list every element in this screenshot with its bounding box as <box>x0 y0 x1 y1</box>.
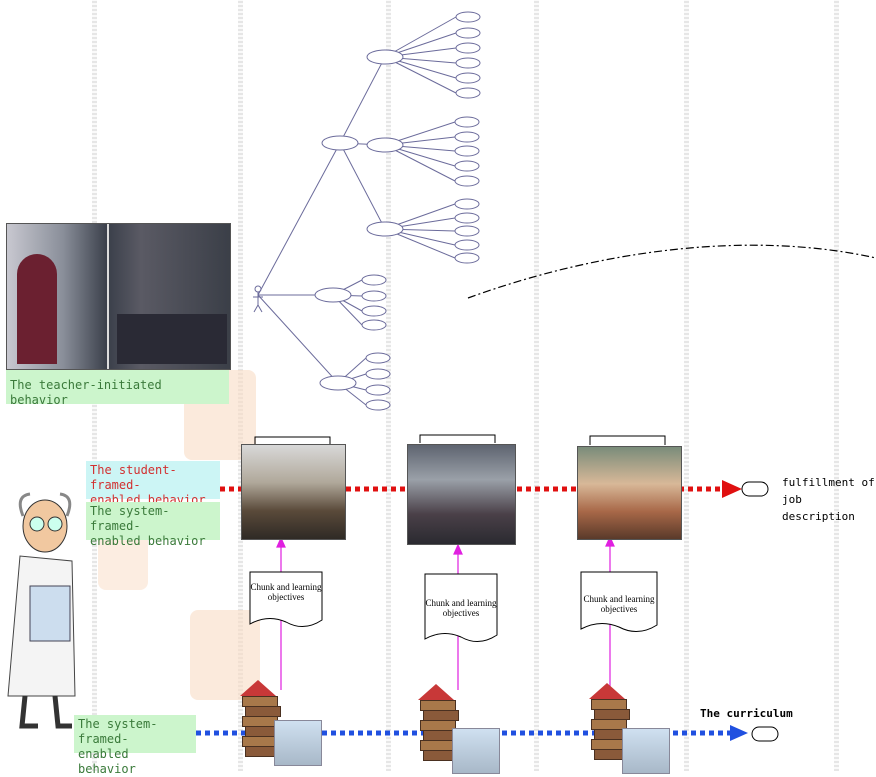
chunk-label-1: Chunk and learning objectives <box>250 582 322 602</box>
classroom-photo-3 <box>577 446 682 540</box>
use-case-node <box>314 287 352 303</box>
use-case-node <box>361 290 387 302</box>
stick-figure-icon <box>274 720 322 766</box>
use-case-node <box>361 319 387 331</box>
use-case-node <box>319 375 357 391</box>
use-case-node <box>455 72 481 84</box>
use-case-node <box>365 368 391 380</box>
system-framed-label-top: The system-framed- enabled behavior <box>86 502 220 548</box>
background-stripe <box>534 0 539 771</box>
use-case-node <box>454 198 480 210</box>
use-case-node <box>454 160 480 172</box>
classroom-photo-2 <box>407 444 516 545</box>
use-case-node <box>454 145 480 157</box>
use-case-node <box>361 305 387 317</box>
student-framed-label: The student-framed- enabled behavior <box>86 461 220 507</box>
use-case-node <box>454 212 480 224</box>
use-case-node <box>365 352 391 364</box>
classroom-photo-1 <box>241 444 346 540</box>
stick-figure-icon <box>452 728 500 774</box>
teacher-initiated-label: The teacher-initiated behavior <box>6 370 229 407</box>
system-framed-label-bottom: The system-framed- enabled behavior <box>74 715 196 776</box>
background-stripe <box>684 0 689 771</box>
actor-icon <box>254 285 262 293</box>
use-case-node <box>366 221 404 237</box>
blue-arrowhead <box>730 725 748 741</box>
background-stripe <box>834 0 839 771</box>
use-case-node <box>361 274 387 286</box>
cartoon-professor-icon <box>7 492 76 729</box>
use-case-node <box>455 42 481 54</box>
book-stack-icon <box>414 684 459 764</box>
use-case-node <box>455 27 481 39</box>
use-case-node <box>365 399 391 411</box>
use-case-node <box>454 175 480 187</box>
dash-dot-curve <box>467 244 876 299</box>
curriculum-label: The curriculum <box>700 707 793 720</box>
use-case-node <box>366 49 404 65</box>
teacher-classroom-photo <box>6 223 231 370</box>
use-case-node <box>365 384 391 396</box>
chunk-documents <box>249 571 658 642</box>
use-case-node <box>321 135 359 151</box>
teacher-figure <box>17 254 57 364</box>
fulfillment-label: fulfillment of job description <box>782 476 875 523</box>
red-arrowhead <box>722 480 742 498</box>
use-case-node <box>455 57 481 69</box>
terminal-shape-icon <box>751 726 779 742</box>
use-case-node <box>454 239 480 251</box>
chunk-label-3: Chunk and learning objectives <box>583 594 655 614</box>
use-case-node <box>366 137 404 153</box>
chunk-label-2: Chunk and learning objectives <box>425 598 497 618</box>
background-stripe <box>386 0 391 771</box>
use-case-node <box>454 252 480 264</box>
use-case-node <box>455 87 481 99</box>
terminal-shape-icon <box>741 481 769 497</box>
stick-figure-icon <box>622 728 670 774</box>
book-stack-icon <box>585 683 630 763</box>
use-case-node <box>455 11 481 23</box>
use-case-node <box>454 131 480 143</box>
use-case-node <box>454 116 480 128</box>
use-case-node <box>454 225 480 237</box>
use-case-tree <box>253 11 481 411</box>
